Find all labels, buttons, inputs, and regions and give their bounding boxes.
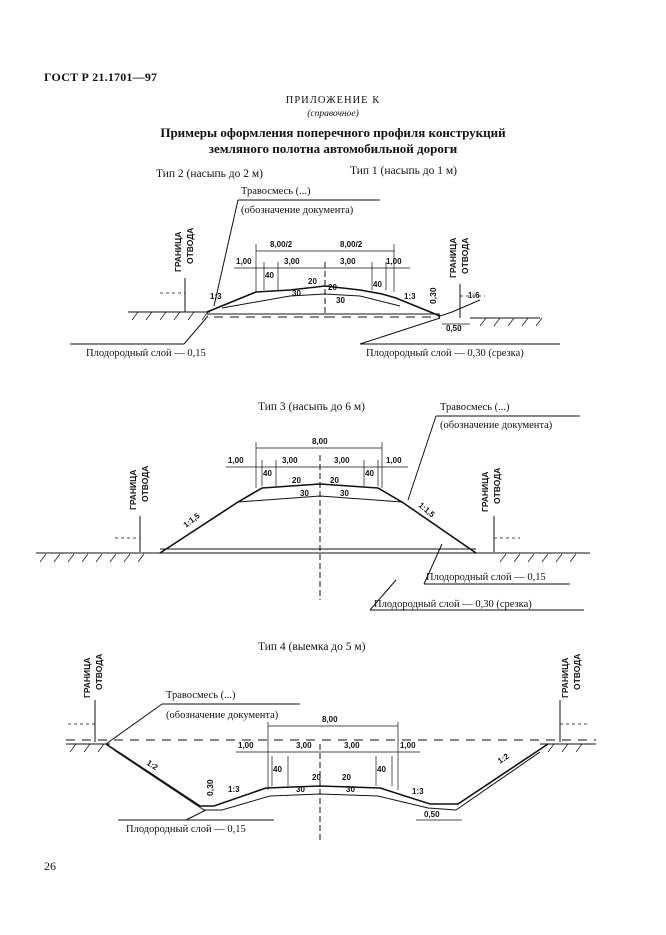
svg-text:ГРАНИЦА: ГРАНИЦА — [480, 472, 490, 512]
soil-note-015: Плодородный слой — 0,15 — [86, 348, 206, 359]
svg-text:20: 20 — [308, 277, 317, 286]
svg-text:1:3: 1:3 — [412, 787, 424, 796]
svg-text:20: 20 — [292, 476, 301, 485]
svg-text:1:3: 1:3 — [210, 292, 222, 301]
svg-text:1:6: 1:6 — [468, 291, 480, 300]
svg-text:1:3: 1:3 — [228, 785, 240, 794]
boundary-label-left: ГРАНИЦА — [173, 232, 183, 272]
svg-text:Травосмесь (...): Травосмесь (...) — [440, 402, 510, 413]
figure-type-3: Тип 3 (насыпь до 6 м) Травосмесь (...) (… — [36, 401, 590, 611]
boundary-label-right: ГРАНИЦА — [448, 238, 458, 278]
svg-text:30: 30 — [300, 489, 309, 498]
dim-half-left: 8,00/2 — [270, 240, 293, 249]
dim-half-right: 8,00/2 — [340, 240, 363, 249]
svg-text:40: 40 — [263, 469, 272, 478]
svg-text:ОТВОДА: ОТВОДА — [572, 654, 582, 690]
standard-header: ГОСТ Р 21.1701—97 — [44, 70, 158, 84]
type3-title: Тип 3 (насыпь до 6 м) — [258, 401, 365, 413]
svg-text:Травосмесь (...): Травосмесь (...) — [166, 690, 236, 701]
svg-text:40: 40 — [365, 469, 374, 478]
title-line-1: Примеры оформления поперечного профиля к… — [160, 125, 506, 140]
svg-text:30: 30 — [292, 289, 301, 298]
svg-text:3,00: 3,00 — [334, 456, 350, 465]
figure-type-1-2: Тип 2 (насыпь до 2 м) Тип 1 (насыпь до 1… — [70, 165, 560, 359]
svg-text:8,00: 8,00 — [322, 715, 338, 724]
type1-title: Тип 1 (насыпь до 1 м) — [350, 165, 457, 177]
svg-text:1:3: 1:3 — [404, 292, 416, 301]
type4-title: Тип 4 (выемка до 5 м) — [258, 641, 366, 653]
svg-text:30: 30 — [296, 785, 305, 794]
svg-text:20: 20 — [328, 283, 337, 292]
svg-text:3,00: 3,00 — [340, 257, 356, 266]
embankment-top — [206, 285, 441, 317]
svg-text:20: 20 — [312, 773, 321, 782]
svg-text:0,50: 0,50 — [446, 324, 462, 333]
svg-text:20: 20 — [342, 773, 351, 782]
svg-text:0,30: 0,30 — [205, 779, 215, 796]
figure-type-4: Тип 4 (выемка до 5 м) ГРАНИЦА ОТВОДА ГРА… — [66, 641, 596, 840]
svg-text:ГРАНИЦА: ГРАНИЦА — [560, 658, 570, 698]
doc-ref-label: (обозначение документа) — [241, 205, 354, 216]
svg-text:0,50: 0,50 — [424, 810, 440, 819]
svg-text:ОТВОДА: ОТВОДА — [140, 466, 150, 502]
svg-text:1,00: 1,00 — [228, 456, 244, 465]
svg-text:Плодородный слой — 0,15: Плодородный слой — 0,15 — [426, 572, 546, 583]
soil-note-030: Плодородный слой — 0,30 (срезка) — [366, 348, 524, 359]
svg-text:40: 40 — [377, 765, 386, 774]
title-line-2: земляного полотна автомобильной дороги — [208, 141, 458, 156]
svg-text:30: 30 — [336, 296, 345, 305]
page-number: 26 — [44, 859, 56, 873]
reference-note: (справочное) — [307, 109, 359, 119]
svg-text:1,00: 1,00 — [238, 741, 254, 750]
svg-text:Плодородный слой — 0,15: Плодородный слой — 0,15 — [126, 824, 246, 835]
svg-text:3,00: 3,00 — [284, 257, 300, 266]
svg-text:3,00: 3,00 — [296, 741, 312, 750]
svg-text:20: 20 — [330, 476, 339, 485]
svg-text:ГРАНИЦА: ГРАНИЦА — [128, 470, 138, 510]
appendix-label: ПРИЛОЖЕНИЕ К — [285, 95, 381, 106]
svg-text:ГРАНИЦА: ГРАНИЦА — [82, 658, 92, 698]
svg-text:1,00: 1,00 — [400, 741, 416, 750]
svg-text:3,00: 3,00 — [282, 456, 298, 465]
svg-text:(обозначение документа): (обозначение документа) — [440, 420, 553, 431]
svg-text:30: 30 — [340, 489, 349, 498]
svg-text:ОТВОДА: ОТВОДА — [94, 654, 104, 690]
boundary-label-left-2: ОТВОДА — [185, 228, 195, 264]
svg-text:1,00: 1,00 — [236, 257, 252, 266]
type2-title: Тип 2 (насыпь до 2 м) — [156, 168, 263, 180]
boundary-label-right-2: ОТВОДА — [460, 238, 470, 274]
svg-text:Плодородный слой — 0,30 (срезк: Плодородный слой — 0,30 (срезка) — [374, 599, 532, 610]
embankment-type3 — [159, 483, 477, 554]
svg-text:1,00: 1,00 — [386, 456, 402, 465]
svg-text:40: 40 — [265, 271, 274, 280]
svg-text:1:2: 1:2 — [496, 751, 511, 765]
svg-text:ОТВОДА: ОТВОДА — [492, 468, 502, 504]
svg-text:1:1,5: 1:1,5 — [417, 501, 437, 520]
svg-text:30: 30 — [346, 785, 355, 794]
svg-text:3,00: 3,00 — [344, 741, 360, 750]
svg-text:0,30: 0,30 — [428, 287, 438, 304]
svg-text:8,00: 8,00 — [312, 437, 328, 446]
leader-line — [213, 199, 239, 307]
cut-profile-type4 — [105, 743, 549, 807]
seed-mix-label: Травосмесь (...) — [241, 186, 311, 197]
svg-text:40: 40 — [273, 765, 282, 774]
svg-text:(обозначение документа): (обозначение документа) — [166, 710, 279, 721]
svg-text:40: 40 — [373, 280, 382, 289]
